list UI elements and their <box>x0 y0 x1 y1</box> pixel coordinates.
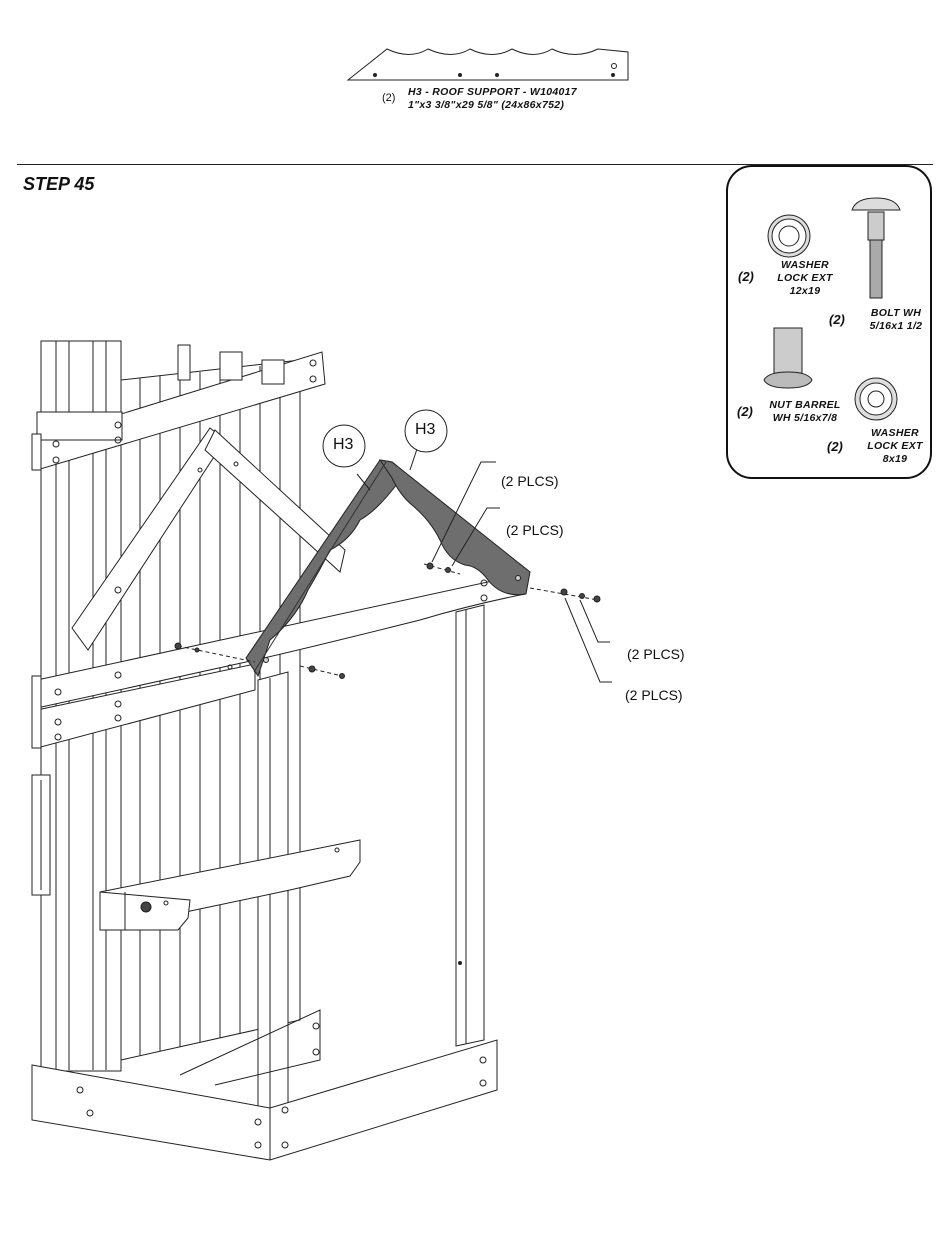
placement-label-3: (2 PLCS) <box>627 646 685 662</box>
washer-lock-12-icon <box>768 215 810 257</box>
placement-label-4: (2 PLCS) <box>625 687 683 703</box>
callout-label-left: H3 <box>333 436 353 454</box>
roof-support-part-icon <box>348 49 628 80</box>
callout-label-right: H3 <box>415 421 435 439</box>
placement-label-2: (2 PLCS) <box>506 522 564 538</box>
placement-label-1: (2 PLCS) <box>501 473 559 489</box>
front-post-right <box>456 605 484 1046</box>
nut-barrel-icon <box>764 328 812 388</box>
washer-lock-8-icon <box>855 378 897 420</box>
side-latch <box>32 775 50 895</box>
bolt-wh-icon <box>852 198 900 298</box>
